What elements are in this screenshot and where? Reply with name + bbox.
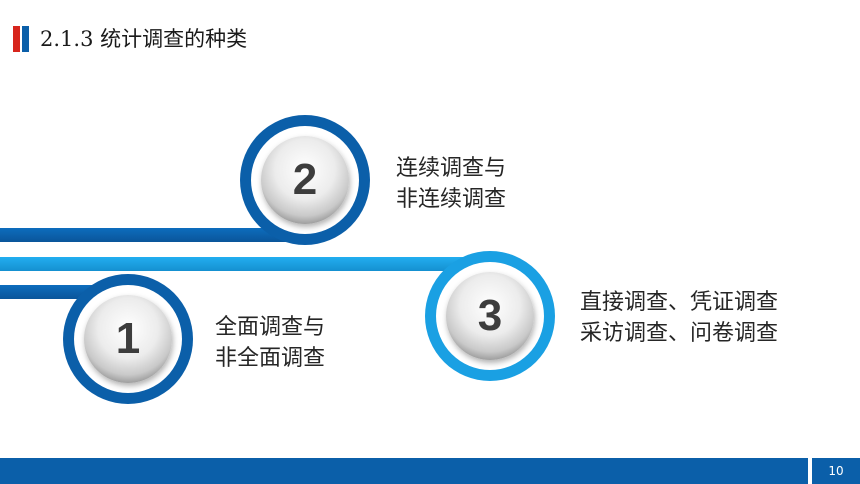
pipe-step-2 bbox=[0, 228, 300, 242]
header-accent-blue bbox=[22, 26, 29, 52]
step-label-1: 全面调查与 非全面调查 bbox=[215, 312, 325, 374]
step-number-1: 1 bbox=[115, 314, 141, 363]
step-label-3-line-2: 采访调查、问卷调查 bbox=[580, 321, 779, 346]
step-number-3: 3 bbox=[477, 291, 503, 340]
step-label-2-line-2: 非连续调查 bbox=[396, 187, 507, 212]
step-label-2-line-1: 连续调查与 bbox=[396, 156, 507, 181]
ring-step-2 bbox=[240, 115, 370, 245]
slide-title: 2.1.3 统计调查的种类 bbox=[40, 27, 248, 51]
step-label-1-line-2: 非全面调查 bbox=[215, 346, 326, 371]
ring-step-1 bbox=[63, 274, 193, 404]
step-label-3: 直接调查、凭证调查 采访调查、问卷调查 bbox=[580, 287, 778, 349]
footer-bar bbox=[0, 458, 808, 484]
step-label-2: 连续调查与 非连续调查 bbox=[396, 153, 506, 215]
step-label-1-line-1: 全面调查与 bbox=[215, 315, 326, 340]
step-number-2: 2 bbox=[292, 155, 318, 204]
ring-step-3 bbox=[425, 251, 555, 381]
page-number: 10 bbox=[812, 458, 860, 484]
pipe-step-3 bbox=[0, 257, 492, 271]
step-label-3-line-1: 直接调查、凭证调查 bbox=[580, 290, 779, 315]
header-accent-red bbox=[13, 26, 20, 52]
